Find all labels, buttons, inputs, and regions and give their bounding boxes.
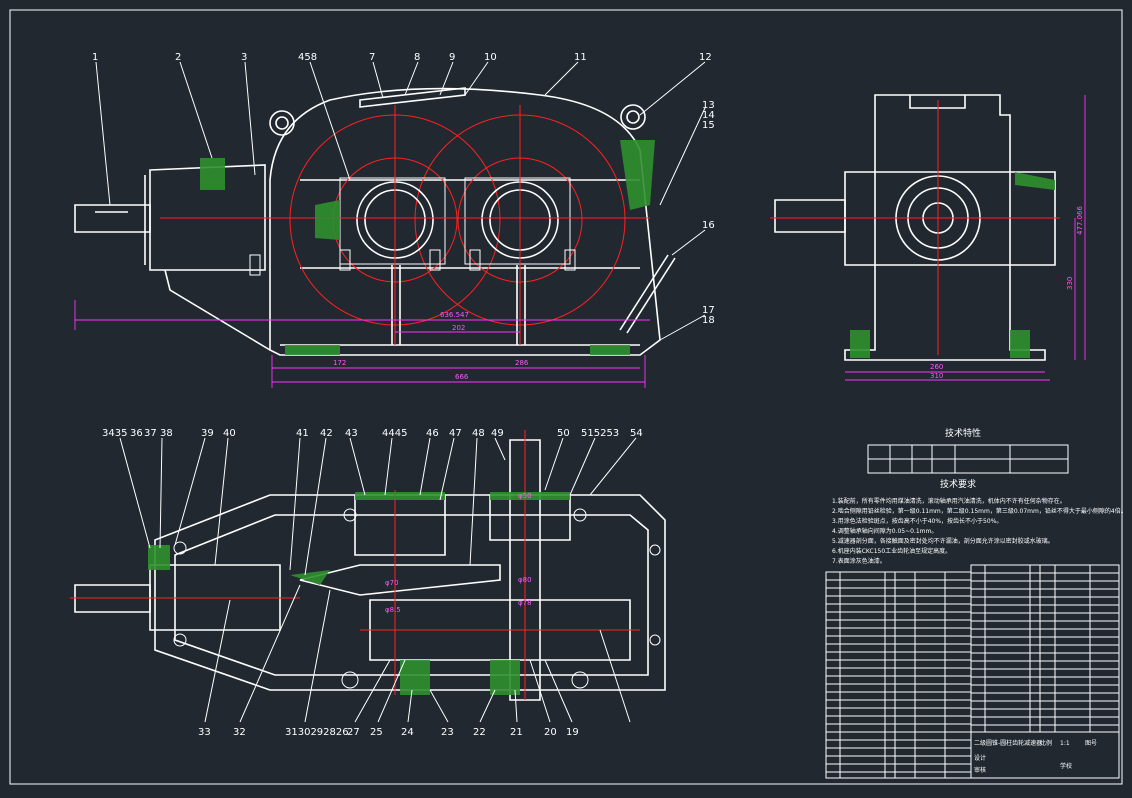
plan-view: φ70 φ80 φ78 φ50 φ8.5 3435 36 [70, 428, 666, 738]
callout-mid-9: 4445 [382, 428, 407, 439]
callout-top-0: 1 [92, 52, 98, 63]
title-block-designer: 设计 [974, 754, 986, 762]
title-block-name: 二级圆锥-圆柱齿轮减速器 [974, 739, 1042, 747]
drawing-border [9, 9, 1123, 785]
callout-mid-1: 36 [130, 428, 143, 439]
dim-plan-3: φ50 [518, 492, 532, 500]
callout-top-3: 458 [298, 52, 317, 63]
dim-plan-0: φ70 [385, 579, 399, 587]
callout-mid-0: 3435 [102, 428, 127, 439]
req-line-0: 1.装配前，所有零件均用煤油清洗，滚动轴承用汽油清洗，机体内不许有任何杂物存在。 [832, 497, 1066, 505]
callout-mid-13: 49 [491, 428, 504, 439]
callout-mid-12: 48 [472, 428, 485, 439]
dim-side-3: 310 [930, 372, 943, 380]
req-line-3: 4.调整轴承轴向间隙为0.05~0.1mm。 [832, 527, 937, 535]
callout-bottom-5: 24 [401, 727, 414, 738]
title-block-scale-label: 比例 [1040, 739, 1052, 747]
callout-top-11: 14 [702, 110, 715, 121]
callout-top-15: 18 [702, 315, 715, 326]
tech-spec-title: 技术特性 [945, 427, 981, 439]
req-line-6: 7.表面涂灰色油漆。 [832, 557, 886, 565]
callout-mid-10: 46 [426, 428, 439, 439]
callout-top-14: 17 [702, 305, 715, 316]
callout-bottom-3: 27 [347, 727, 360, 738]
callout-bottom-7: 22 [473, 727, 486, 738]
callout-bottom-0: 33 [198, 727, 211, 738]
dim-front-3: 286 [515, 359, 529, 367]
callout-mid-7: 42 [320, 428, 333, 439]
dim-front-2: 172 [333, 359, 346, 367]
callout-mid-2: 37 [144, 428, 157, 439]
callout-top-10: 13 [702, 100, 715, 111]
callout-top-13: 16 [702, 220, 715, 231]
front-view: 636.547 202 172 286 666 1 2 3 458 7 8 9 … [74, 52, 715, 388]
dim-plan-2: φ78 [518, 599, 532, 607]
dim-side-0: 330 [1066, 277, 1074, 290]
callout-bottom-4: 25 [370, 727, 383, 738]
callout-mid-15: 515253 [581, 428, 619, 439]
dim-plan-4: φ8.5 [385, 606, 401, 614]
callout-mid-4: 39 [201, 428, 214, 439]
callout-mid-11: 47 [449, 428, 462, 439]
callout-bottom-2: 3130292826 [285, 727, 349, 738]
req-title: 技术要求 [940, 478, 976, 490]
req-line-4: 5.减速器剖分面，各接触面及密封处均不许漏油，剖分面允许涂以密封胶或水玻璃。 [832, 537, 1054, 545]
title-block-school: 学校 [1060, 762, 1072, 770]
title-block-drawing-no: 图号 [1085, 740, 1097, 747]
callout-bottom-1: 32 [233, 727, 246, 738]
callout-top-7: 10 [484, 52, 497, 63]
title-block-scale: 1:1 [1060, 740, 1070, 747]
callout-top-8: 11 [574, 52, 587, 63]
dim-plan-1: φ80 [518, 576, 532, 584]
parts-list: 二级圆锥-圆柱齿轮减速器 比例 1:1 图号 设计 审核 学校 [825, 564, 1120, 779]
req-line-5: 6.机座内装CKC150工业齿轮油至规定高度。 [832, 547, 951, 555]
callout-bottom-8: 21 [510, 727, 523, 738]
callout-top-9: 12 [699, 52, 712, 63]
callout-bottom-9: 20 [544, 727, 557, 738]
callout-bottom-6: 23 [441, 727, 454, 738]
callout-top-2: 3 [241, 52, 247, 63]
dim-front-1: 202 [452, 324, 465, 332]
side-view: 330 477.066 260 310 [770, 94, 1086, 381]
callout-top-1: 2 [175, 52, 181, 63]
callout-top-12: 15 [702, 120, 715, 131]
dim-front-4: 666 [455, 373, 469, 381]
callout-mid-6: 41 [296, 428, 309, 439]
req-line-1: 2.啮合侧隙用铅丝检验，第一级0.11mm，第二级0.15mm，第三级0.07m… [832, 507, 1127, 515]
callout-mid-5: 40 [223, 428, 236, 439]
callout-bottom-10: 19 [566, 727, 579, 738]
callout-top-5: 8 [414, 52, 420, 63]
dim-side-1: 477.066 [1076, 206, 1084, 235]
dim-front-0: 636.547 [440, 311, 469, 319]
dim-side-2: 260 [930, 363, 943, 371]
callout-top-6: 9 [449, 52, 455, 63]
callout-mid-14: 50 [557, 428, 570, 439]
callout-mid-3: 38 [160, 428, 173, 439]
callout-top-4: 7 [369, 52, 375, 63]
callout-mid-8: 43 [345, 428, 358, 439]
callout-mid-16: 54 [630, 428, 643, 439]
tech-spec: 技术特性 技术要求 1.装配前，所有零件均用煤油清洗，滚动轴承用汽油清洗，机体内… [832, 427, 1127, 565]
req-line-2: 3.用涂色法检验斑点，按齿高不小于40%，按齿长不小于50%。 [832, 517, 1002, 525]
title-block-checker: 审核 [974, 766, 986, 774]
